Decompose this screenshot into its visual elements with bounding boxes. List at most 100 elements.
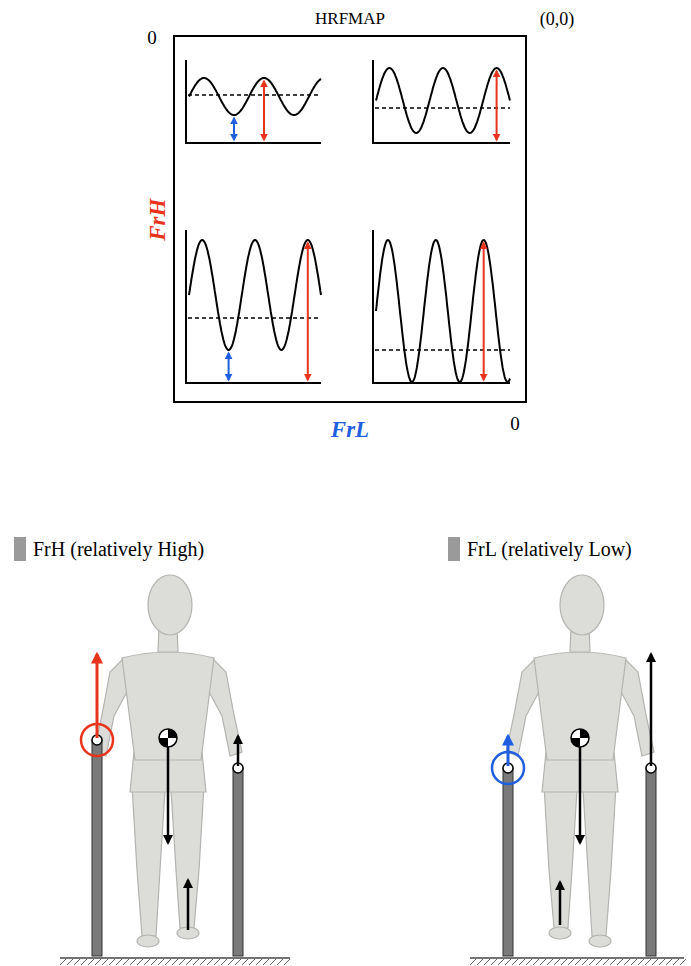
- center-of-mass: [571, 729, 589, 747]
- mini-plot: [186, 230, 321, 383]
- mannequin: [506, 575, 654, 947]
- drawing-part: [60, 959, 66, 965]
- parallel-bar: [503, 763, 513, 956]
- force-arrow: [167, 747, 170, 843]
- parallel-bar: [92, 735, 102, 956]
- drawing-part: [130, 959, 136, 965]
- drawing-part: [477, 959, 483, 965]
- force-arrow: [650, 654, 653, 766]
- drawing-part: [172, 959, 178, 965]
- drawing-part: [158, 959, 164, 965]
- high-force-arrow: [263, 81, 265, 140]
- drawing-part: [235, 959, 241, 965]
- drawing-part: [60, 957, 290, 959]
- center-of-mass: [159, 729, 177, 747]
- drawing-part: [583, 785, 616, 936]
- drawing-part: [620, 658, 654, 756]
- mean-line: [188, 94, 321, 95]
- drawing-part: [137, 935, 159, 947]
- mini-plots: [186, 60, 510, 383]
- drawing-part: [221, 959, 227, 965]
- drawing-part: [673, 959, 679, 965]
- bullet-square: [14, 537, 26, 561]
- drawing-part: [228, 959, 234, 965]
- drawing-part: [277, 959, 283, 965]
- drawing-part: [534, 652, 626, 760]
- axis-label: FrH: [145, 199, 170, 241]
- drawing-part: [132, 785, 165, 936]
- mean-line: [375, 349, 510, 350]
- drawing-part: [270, 959, 276, 965]
- drawing-part: [123, 959, 129, 965]
- drawing-part: [67, 959, 73, 965]
- drawing-part: [200, 959, 206, 965]
- force-wave: [376, 240, 510, 382]
- drawing-part: [561, 959, 567, 965]
- drawing-part: [470, 957, 684, 959]
- drawing-part: [568, 959, 574, 965]
- mean-line: [375, 107, 510, 108]
- force-arrow: [507, 736, 510, 766]
- plot-axes: [373, 230, 510, 383]
- plot-axes: [373, 60, 510, 143]
- drawing-part: [505, 959, 511, 965]
- drawing-part: [81, 959, 87, 965]
- drawing-part: [165, 959, 171, 965]
- human-figures: [60, 575, 686, 965]
- drawing-part: [491, 959, 497, 965]
- drawing-part: [638, 959, 644, 965]
- low-force-arrow: [233, 118, 235, 140]
- origin-label: (0,0): [540, 10, 575, 30]
- drawing-part: [242, 959, 248, 965]
- drawing-part: [631, 959, 637, 965]
- force-arrow: [237, 736, 240, 766]
- drawing-part: [596, 959, 602, 965]
- drawing-part: [571, 738, 580, 747]
- drawing-part: [582, 959, 588, 965]
- map-title: HRFMAP: [315, 10, 385, 29]
- drawing-part: [666, 959, 672, 965]
- drawing-part: [659, 959, 665, 965]
- drawing-part: [207, 959, 213, 965]
- drawing-part: [610, 959, 616, 965]
- drawing-part: [159, 738, 168, 747]
- high-force-arrow: [307, 243, 309, 380]
- drawing-part: [484, 959, 490, 965]
- force-arrow: [579, 747, 582, 843]
- drawing-part: [652, 959, 658, 965]
- drawing-part: [575, 959, 581, 965]
- drawing-part: [168, 729, 177, 738]
- ground: [60, 958, 290, 965]
- drawing-part: [540, 959, 546, 965]
- figure-label: FrL (relatively Low): [467, 538, 632, 560]
- drawing-part: [519, 959, 525, 965]
- force-wave: [376, 68, 510, 133]
- mean-line: [188, 317, 321, 318]
- axis-label: FrL: [331, 417, 369, 442]
- drawing-part: [144, 959, 150, 965]
- drawing-part: [102, 959, 108, 965]
- force-arrow: [187, 880, 190, 930]
- drawing-part: [645, 959, 651, 965]
- drawing-part: [526, 959, 532, 965]
- drawing-part: [95, 959, 101, 965]
- force-wave: [189, 240, 321, 350]
- drawing-part: [603, 959, 609, 965]
- drawing-part: [624, 959, 630, 965]
- drawing-part: [137, 959, 143, 965]
- drawing-part: [554, 959, 560, 965]
- drawing-part: [74, 959, 80, 965]
- drawing-part: [263, 959, 269, 965]
- figure-label: FrH (relatively High): [33, 538, 204, 560]
- drawing-part: [249, 959, 255, 965]
- drawing-part: [151, 959, 157, 965]
- drawing-part: [179, 959, 185, 965]
- drawing-part: [470, 959, 476, 965]
- drawing-part: [116, 959, 122, 965]
- high-force-arrow: [483, 243, 485, 380]
- drawing-part: [549, 927, 571, 939]
- drawing-part: [186, 959, 192, 965]
- drawing-part: [214, 959, 220, 965]
- drawing-part: [122, 652, 214, 760]
